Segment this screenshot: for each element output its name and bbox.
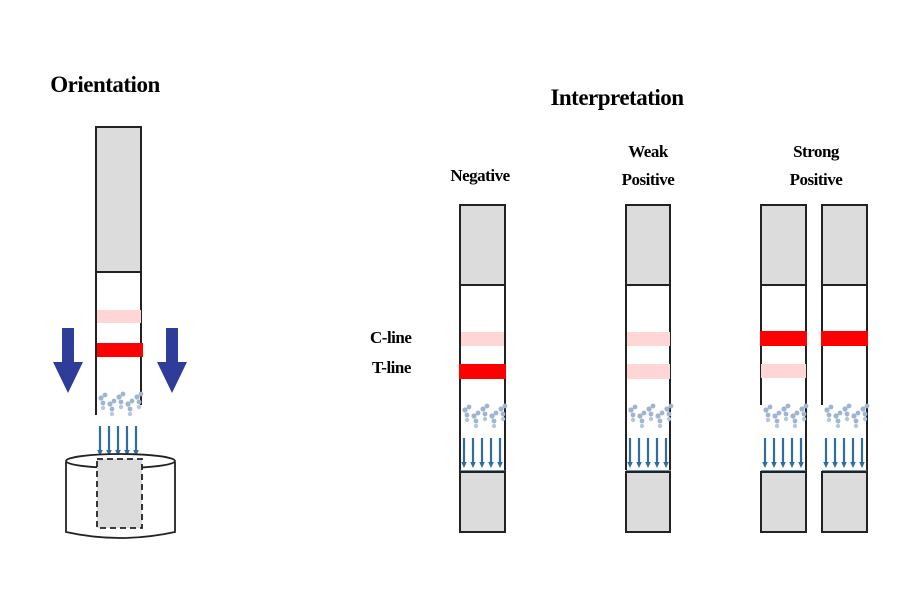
test-band: [627, 364, 670, 379]
arrow-down-icon-right: [157, 328, 187, 393]
sample-cup: [65, 453, 176, 539]
strip-handle: [95, 126, 142, 273]
test-band-strong: [97, 343, 143, 357]
control-band-faint: [97, 310, 141, 323]
result-label-weak-positive: Weak Positive: [578, 138, 718, 194]
arrow-down-icon-left: [53, 328, 83, 393]
t-line-label: T-line: [372, 358, 411, 377]
result-label-strong-line1: Strong: [793, 142, 839, 161]
control-band: [760, 331, 807, 346]
strip-strong-positive-2: [821, 204, 869, 533]
c-line-label: C-line: [370, 328, 412, 347]
result-label-negative-line1: Negative: [450, 166, 510, 185]
strip-weak-positive: [625, 204, 673, 533]
orientation-strip: [95, 126, 143, 459]
control-band: [627, 332, 670, 346]
test-band: [459, 364, 506, 379]
control-band: [461, 332, 504, 346]
result-label-strong-positive: Strong Positive: [746, 138, 886, 194]
result-label-strong-line2: Positive: [789, 170, 843, 189]
test-band: [761, 364, 806, 378]
result-label-weak-line1: Weak: [628, 142, 668, 161]
result-label-negative: Negative: [410, 162, 550, 190]
orientation-title: Orientation: [50, 72, 160, 97]
control-band: [821, 331, 868, 346]
strip-negative: [459, 204, 507, 533]
result-label-weak-line2: Positive: [621, 170, 675, 189]
interpretation-title: Interpretation: [550, 85, 684, 110]
strip-strong-positive-1: [760, 204, 808, 533]
submerged-strip-end: [96, 458, 143, 529]
